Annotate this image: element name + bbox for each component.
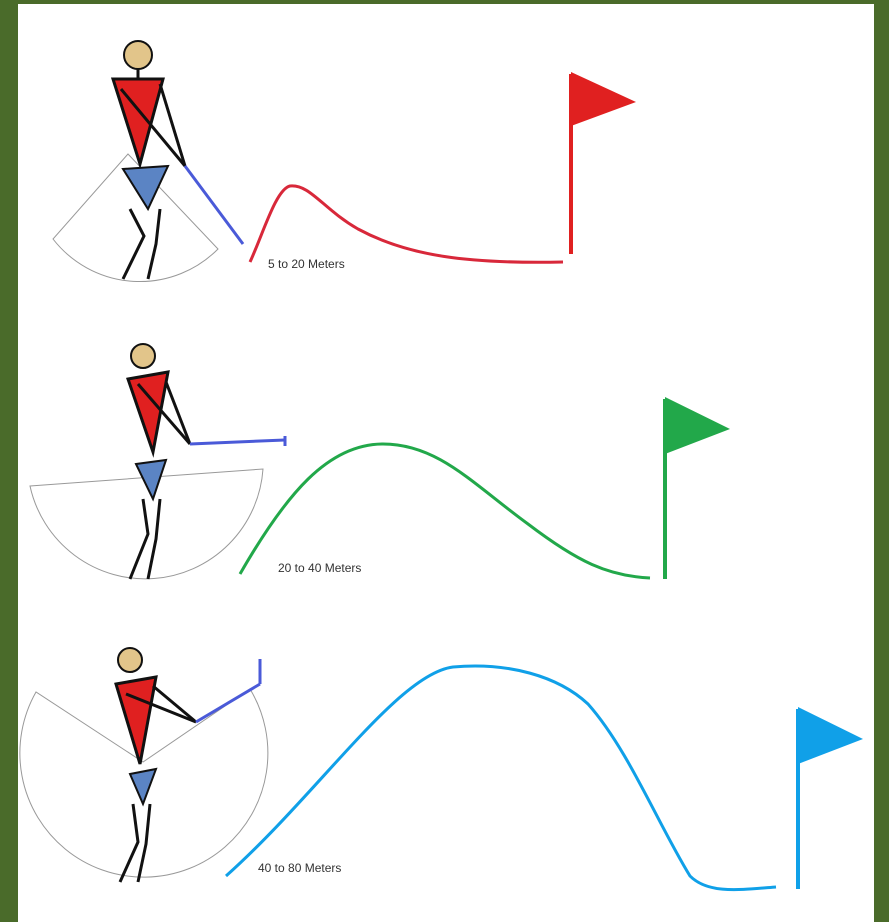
golfer-head: [124, 41, 152, 69]
golfer-head: [118, 648, 142, 672]
golf-club: [190, 440, 285, 444]
shot-trajectory: [250, 186, 563, 262]
shot-distance-label: 5 to 20 Meters: [268, 257, 345, 271]
golfer-shorts: [130, 769, 156, 804]
golf-club: [185, 166, 243, 244]
golfer-head: [131, 344, 155, 368]
flag: [665, 397, 730, 579]
golfer: [116, 648, 260, 882]
golf-swing-diagram: 5 to 20 Meters 20 to 40 Meters: [18, 4, 874, 922]
golfer: [113, 41, 243, 279]
shot-distance-label: 20 to 40 Meters: [278, 561, 361, 575]
shot-trajectory: [226, 666, 776, 890]
flag: [798, 707, 863, 889]
shot-distance-label: 40 to 80 Meters: [258, 861, 341, 875]
golfer-shorts: [136, 460, 166, 499]
shot-1: 5 to 20 Meters: [53, 41, 636, 282]
golfer: [128, 344, 285, 579]
golfer-shirt: [113, 79, 163, 164]
shot-trajectory: [240, 444, 650, 578]
diagram-panel: 5 to 20 Meters 20 to 40 Meters: [18, 4, 874, 922]
golfer-shorts: [123, 166, 168, 209]
flag: [571, 72, 636, 254]
golf-club: [196, 684, 260, 722]
shot-3: 40 to 80 Meters: [20, 648, 863, 890]
golfer-shirt: [116, 677, 156, 764]
shot-2: 20 to 40 Meters: [30, 344, 730, 579]
